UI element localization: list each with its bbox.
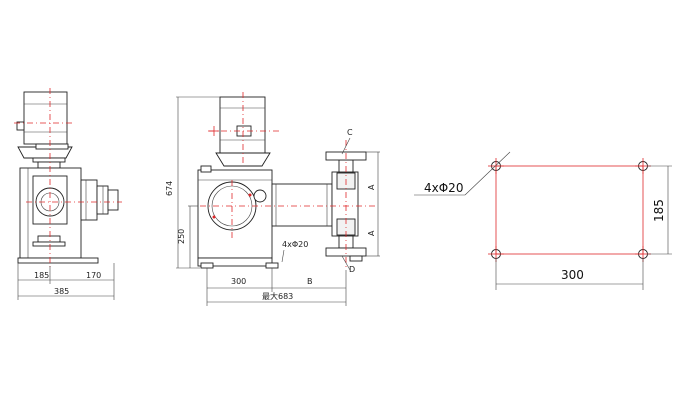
front-label-a-lower: A (367, 230, 376, 236)
foundation-dim-width: 300 (561, 268, 584, 282)
front-dim-b: B (307, 277, 313, 286)
foundation-hole-label: 4xΦ20 (424, 181, 463, 195)
front-dim-base-width: 300 (231, 277, 246, 286)
foundation-dim-height: 185 (652, 199, 666, 222)
side-motor (23, 91, 68, 145)
side-view (14, 88, 122, 300)
foundation-outline (495, 165, 644, 255)
front-hole-label: 4xΦ20 (282, 240, 308, 249)
side-dim-total: 385 (54, 287, 69, 296)
front-dim-max-length: 最大683 (262, 291, 293, 301)
front-dim-height-total: 674 (165, 181, 174, 196)
side-base (17, 257, 99, 264)
side-dim-left: 185 (34, 271, 49, 280)
side-motor-terminal (16, 121, 25, 131)
front-label-d: D (349, 265, 355, 274)
side-dim-right: 170 (86, 271, 101, 280)
front-view (176, 92, 380, 306)
front-gearbox (197, 169, 273, 259)
front-label-a-upper: A (367, 184, 376, 190)
front-motor (219, 96, 266, 154)
front-dim-height-base: 250 (177, 229, 186, 244)
foundation-plan (414, 151, 672, 290)
front-cylinder (271, 183, 333, 227)
front-label-c: C (347, 128, 353, 137)
